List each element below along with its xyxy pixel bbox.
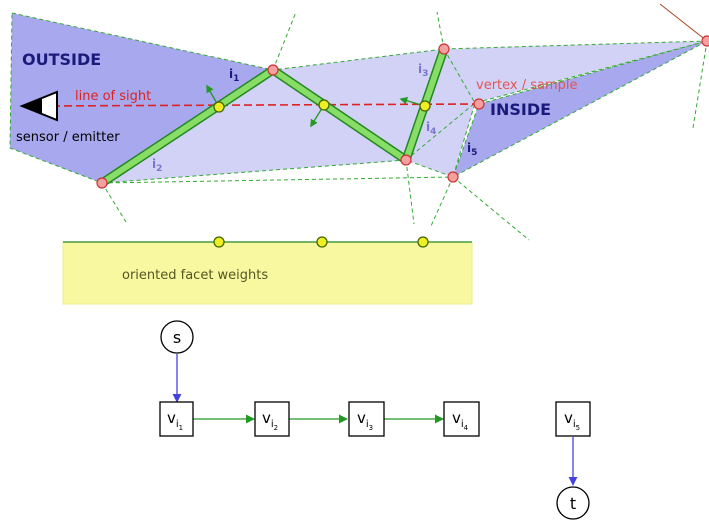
regions [9,12,708,184]
intersections [213,99,431,113]
facet-label-i2: i2 [152,157,162,174]
facet-weights-panel: oriented facet weights [62,236,473,305]
graph-node-v-i5: vi5 [555,401,591,437]
line-of-sight-label: line of sight [75,89,151,104]
facet-label-i4: i4 [426,120,436,137]
graph-node-v-i1: vi1 [159,401,194,437]
outside-label: OUTSIDE [22,50,101,69]
svg-text:vi2: vi2 [262,409,278,432]
vertices [96,35,709,189]
facet-label-i3: i3 [418,62,428,79]
svg-text:vi3: vi3 [357,409,373,432]
svg-text:vi4: vi4 [452,409,469,432]
graph-node-v-i2: vi2 [254,401,290,437]
inside-cell-right [452,40,708,179]
svg-text:vi1: vi1 [167,409,183,432]
graph-node-source: s [160,320,194,354]
sensor-label: sensor / emitter [16,130,120,145]
sensor-icon [19,90,58,122]
svg-text:s: s [173,328,181,347]
vertex-sample-label: vertex / sample [476,78,578,93]
inside-region [100,40,708,184]
top-right-arrow [659,3,708,42]
facet-weights-label: oriented facet weights [122,268,268,283]
facet-label-i5: i5 [467,141,477,158]
graph-node-v-i3: vi3 [348,401,385,437]
svg-text:vi5: vi5 [564,409,580,432]
facet-label-i1: i1 [229,67,239,84]
delaunay-edges [101,11,708,241]
graph-node-sink: t [556,486,590,520]
svg-text:t: t [570,494,576,513]
graph-node-v-i4: vi4 [443,401,480,437]
inside-label: INSIDE [490,100,551,119]
graph: s t vi1 vi2 vi3 vi4 vi5 [159,320,591,520]
